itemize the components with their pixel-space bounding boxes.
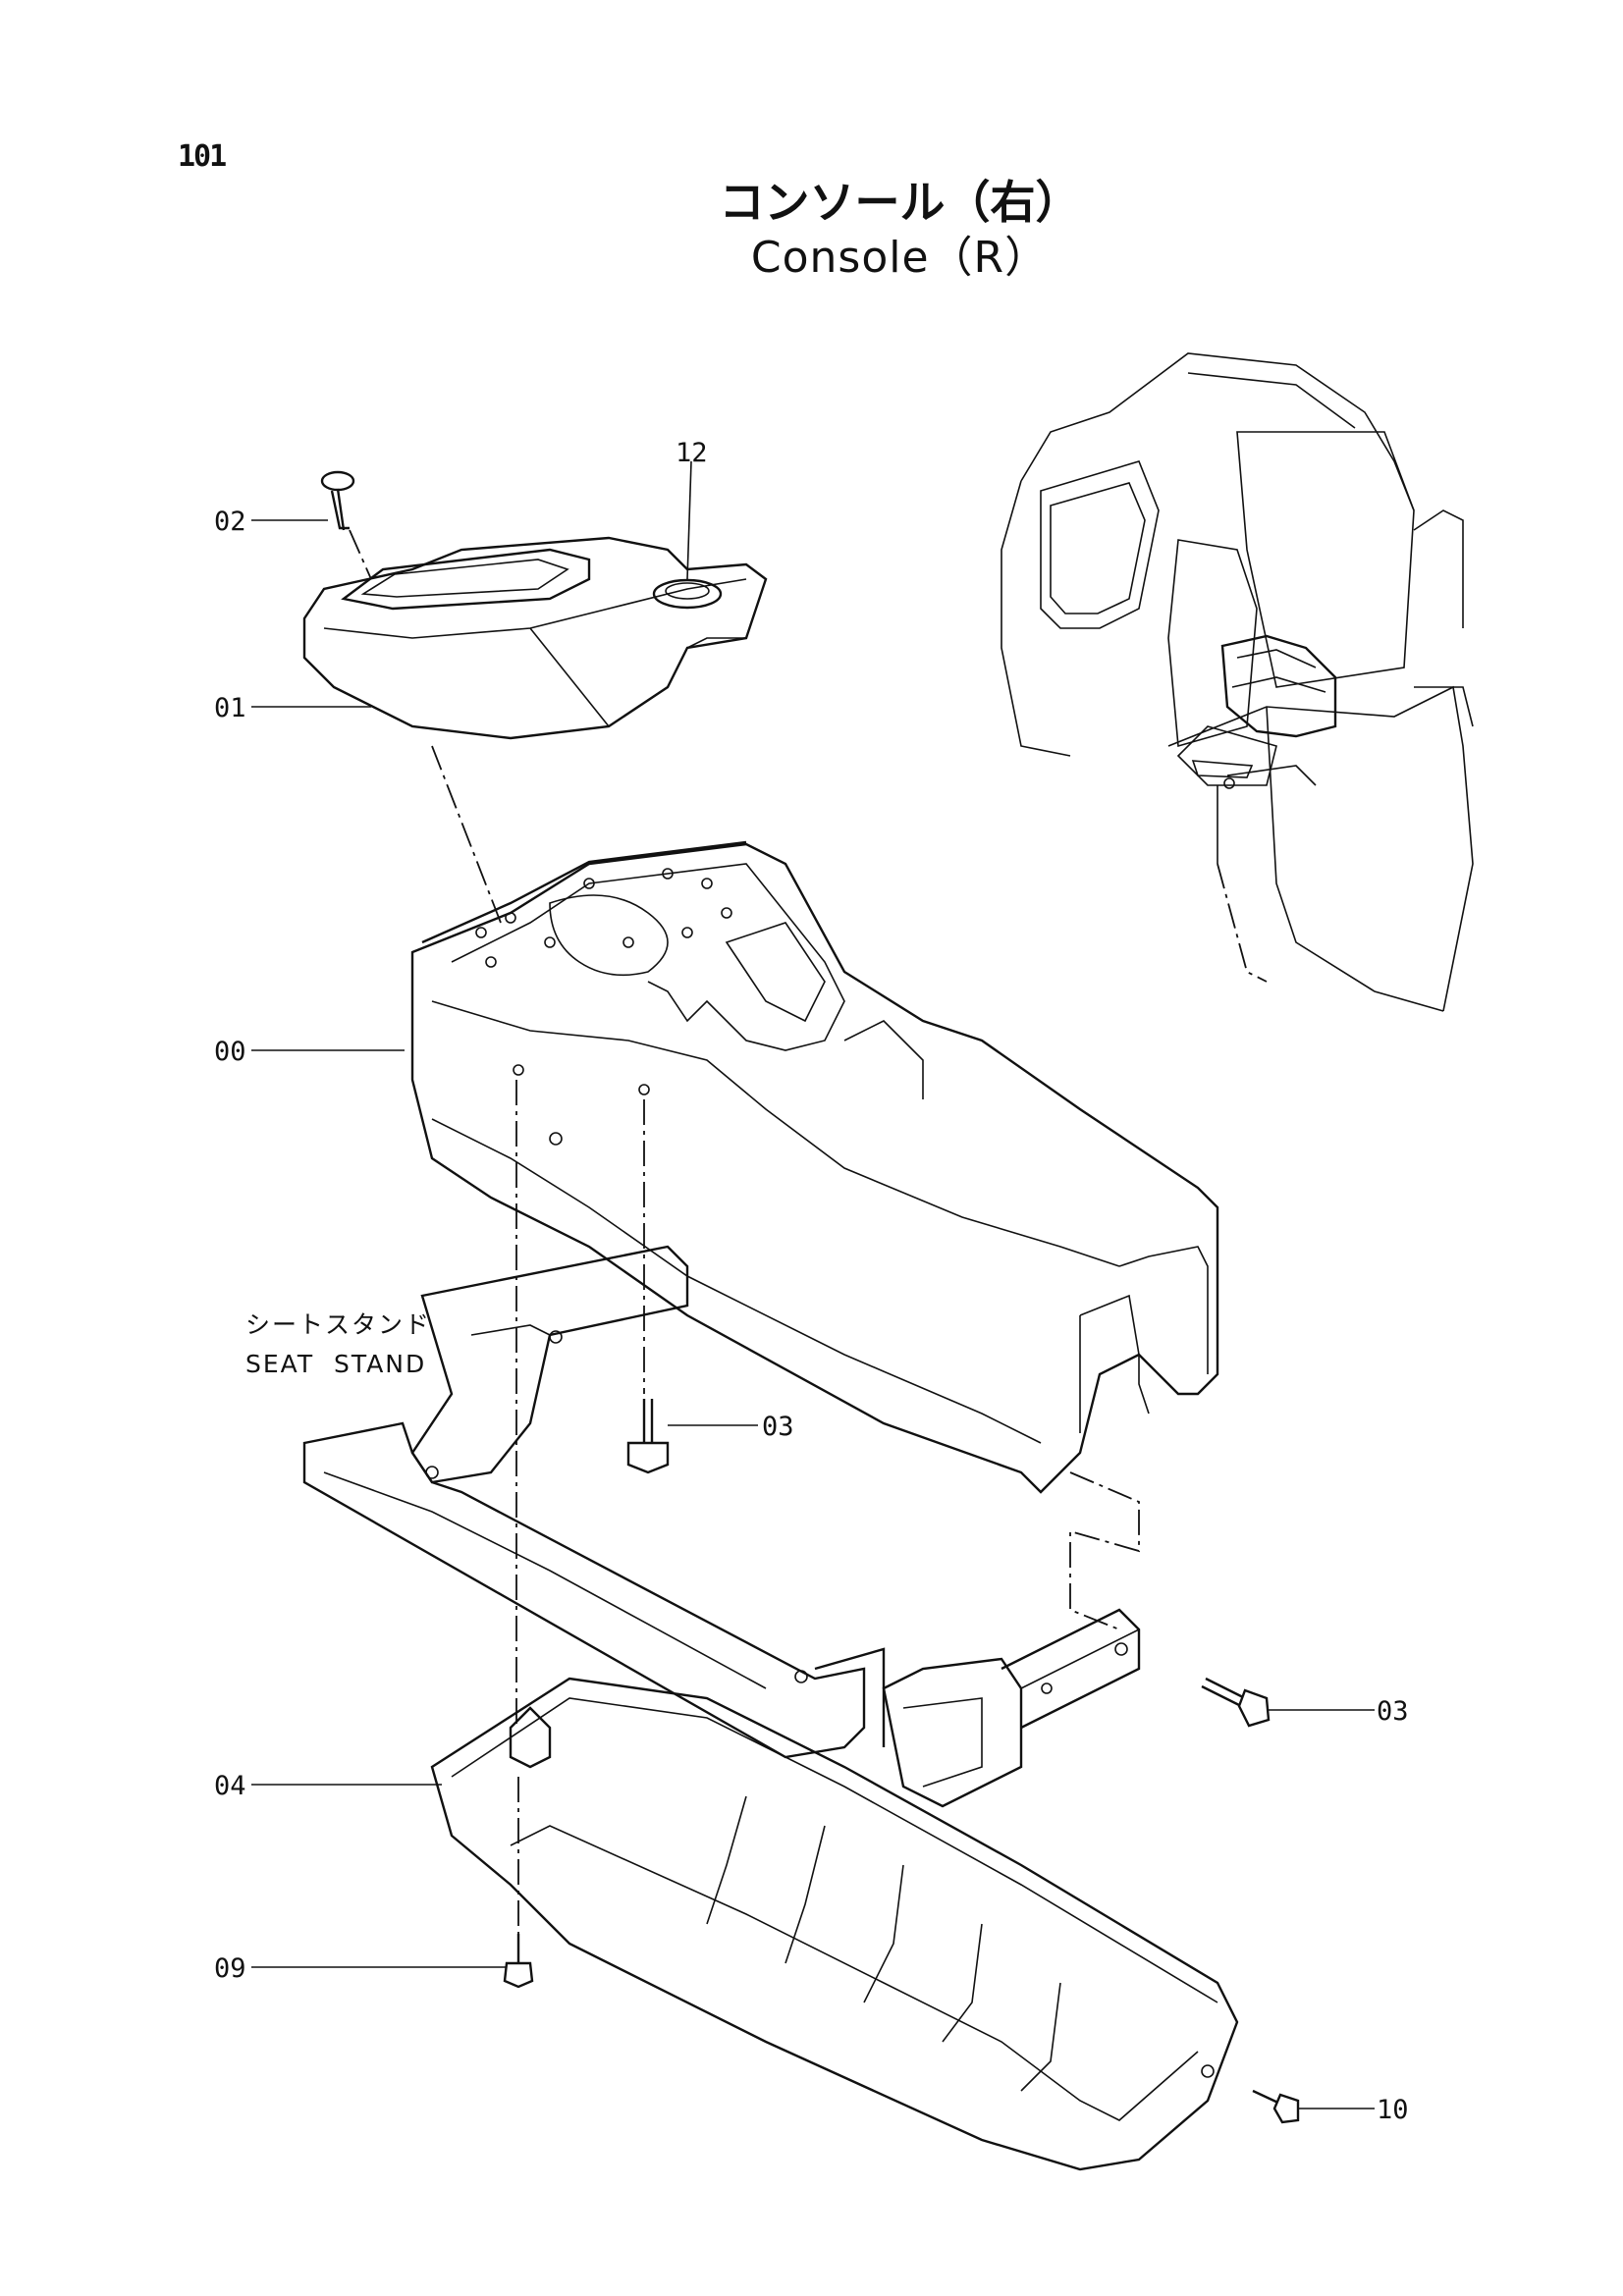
part-01-upper-cover [302,536,768,740]
page-title-japanese: コンソール（右） [719,176,1081,229]
page-number: 101 [178,139,227,174]
bracket-assembly [882,1608,1141,1808]
guide-line-cab [1217,863,1268,983]
part-00-main-console [410,840,1219,1494]
guide-line-03-lower [1069,1471,1140,1630]
callout-03-lower: 03 [1377,1696,1409,1727]
callout-09: 09 [214,1953,246,1984]
part-04-lower-tray [430,1677,1239,2171]
guide-line-01-to-00 [431,745,502,924]
callout-03-upper: 03 [762,1412,794,1442]
bolt-02 [320,470,355,531]
seat-stand-label-english: SEAT STAND [245,1350,426,1378]
callout-02: 02 [214,507,246,537]
seat-stand-frame [302,1245,886,1759]
callout-04: 04 [214,1771,246,1801]
guide-line-02 [349,529,372,580]
callout-10: 10 [1377,2095,1409,2125]
callout-00: 00 [214,1037,246,1067]
bolt-10 [1252,2089,1300,2124]
bolt-03-upper [626,1399,670,1474]
page-title-english: Console（R） [750,233,1050,283]
callout-01: 01 [214,693,246,723]
callout-12: 12 [676,438,708,468]
bolt-03-lower [1201,1677,1271,1728]
seat-stand-label-japanese: シートスタンド [245,1310,431,1339]
cab-location-inset [1001,352,1474,1012]
leader-12 [686,460,692,580]
bolt-09 [503,1934,534,1989]
